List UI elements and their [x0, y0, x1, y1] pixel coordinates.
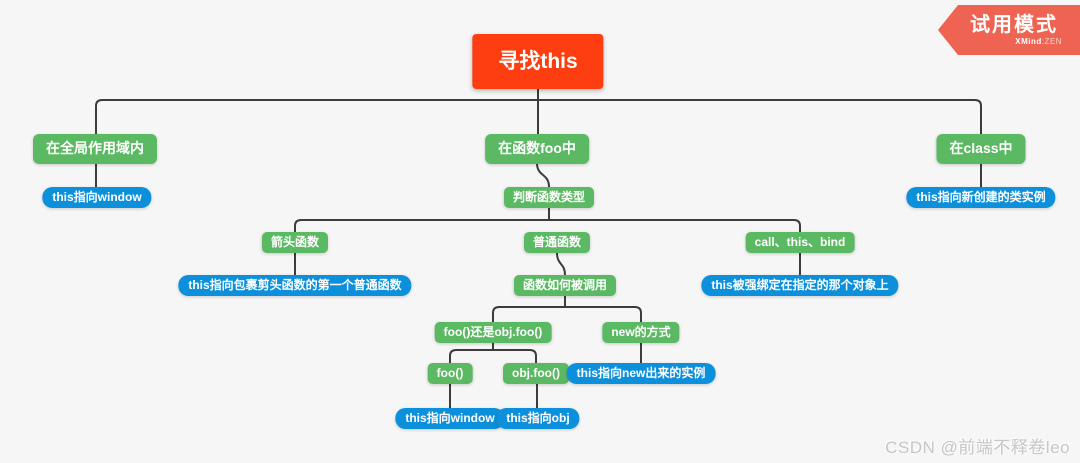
topic-arrow-result[interactable]: this指向包裹剪头函数的第一个普通函数 [178, 275, 412, 296]
csdn-watermark: CSDN @前端不释卷leo [885, 438, 1070, 457]
topic-global-scope[interactable]: 在全局作用域内 [33, 134, 157, 164]
topic-bind-result[interactable]: this被强绑定在指定的那个对象上 [701, 275, 899, 296]
topic-normal-fn[interactable]: 普通函数 [523, 232, 591, 253]
topic-root[interactable]: 寻找this [472, 34, 604, 90]
connector-in-function-to-judge [536, 162, 550, 188]
topic-global-result[interactable]: this指向window [42, 187, 152, 208]
topic-foo-or-objfoo[interactable]: foo()还是obj.foo() [434, 322, 552, 343]
xmind-zen-brand: XMind:ZEN [1015, 37, 1062, 46]
topic-how-called[interactable]: 函数如何被调用 [513, 275, 617, 296]
brand-xmind: XMind [1015, 37, 1042, 46]
connector-level1-rail [95, 99, 982, 134]
topic-new-way[interactable]: new的方式 [602, 322, 680, 343]
topic-judge-type[interactable]: 判断函数类型 [503, 187, 595, 208]
topic-objfoo[interactable]: obj.foo() [503, 363, 569, 384]
trial-mode-label: 试用模式 [970, 14, 1058, 36]
topic-class-result[interactable]: this指向新创建的类实例 [906, 187, 1056, 208]
topic-foo-result[interactable]: this指向window [395, 408, 505, 429]
topic-foo[interactable]: foo() [427, 363, 473, 384]
trial-mode-ribbon[interactable]: 试用模式 XMind:ZEN [938, 5, 1080, 55]
connector-level2-rail [294, 219, 801, 232]
topic-in-function[interactable]: 在函数foo中 [485, 134, 589, 164]
topic-new-result[interactable]: this指向new出来的实例 [566, 363, 716, 384]
topic-call-this-bind[interactable]: call、this、bind [745, 232, 855, 253]
connector-normal-to-how [556, 252, 566, 276]
connector-level3-rail [492, 306, 642, 322]
topic-objfoo-result[interactable]: this指向obj [496, 408, 580, 429]
topic-arrow-fn[interactable]: 箭头函数 [261, 232, 329, 253]
brand-zen: :ZEN [1041, 37, 1062, 46]
topic-in-class[interactable]: 在class中 [936, 134, 1026, 164]
connector-level4-rail [449, 349, 537, 363]
